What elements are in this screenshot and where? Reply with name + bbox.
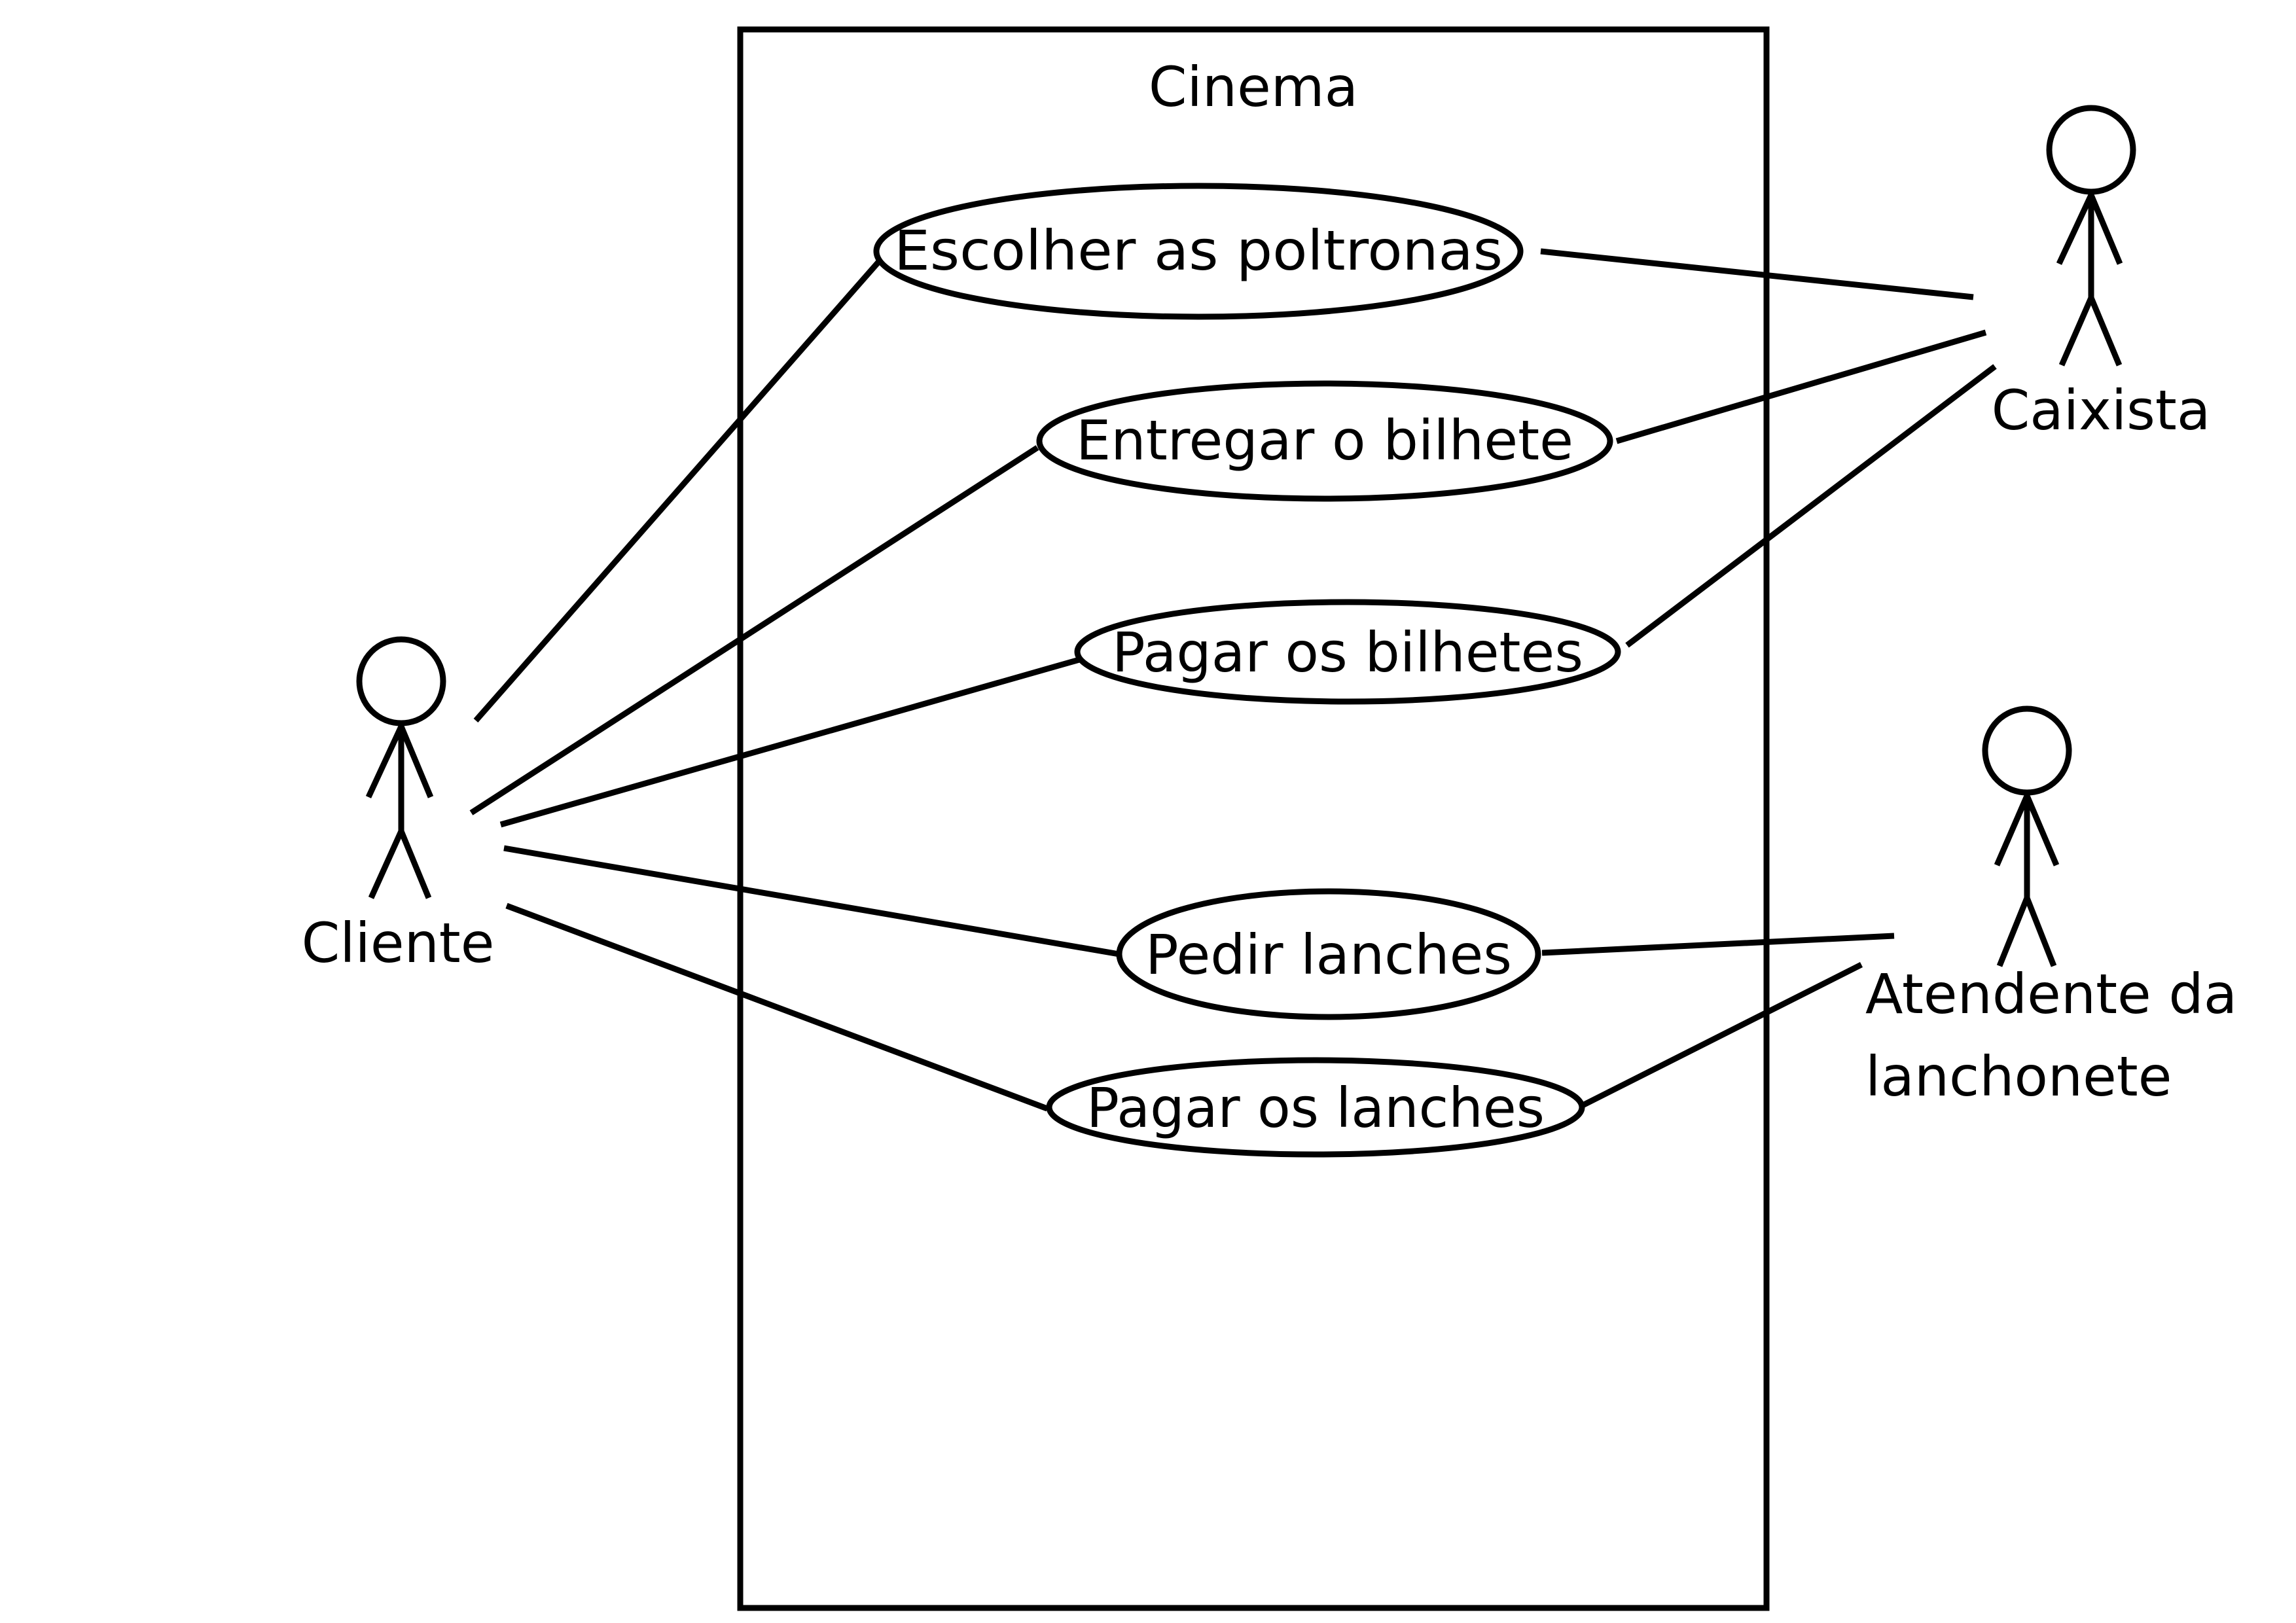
use-case-label: Entregar o bilhete <box>1076 408 1573 473</box>
associations-caixista <box>1540 248 1997 648</box>
system-boundary: Cinema <box>737 26 1770 1611</box>
association-cliente-pagar-lanches <box>505 902 1049 1112</box>
associations-cliente <box>469 257 1120 1112</box>
use-case-pagar-os-lanches: Pagar os lanches <box>1046 1057 1585 1158</box>
stick-figure-icon <box>356 636 446 899</box>
association-caixista-entregar <box>1615 329 1987 444</box>
system-boundary-box <box>737 26 1770 1611</box>
use-case-escolher-as-poltronas: Escolher as poltronas <box>873 183 1524 320</box>
associations-atendente <box>1541 933 1895 1109</box>
use-case-pagar-os-bilhetes: Pagar os bilhetes <box>1074 599 1621 705</box>
actor-label-line-1: Atendente da <box>1865 962 2237 1026</box>
association-atendente-pagar-lanches <box>1579 961 1863 1109</box>
use-case-ellipse <box>1046 1057 1585 1158</box>
association-caixista-escolher <box>1540 248 1974 300</box>
association-atendente-pedir-lanches <box>1541 933 1895 956</box>
association-cliente-escolher <box>473 257 884 722</box>
system-title: Cinema <box>1149 55 1358 119</box>
association-cliente-pedir-lanches <box>503 845 1120 957</box>
use-case-pedir-lanches: Pedir lanches <box>1116 888 1541 1020</box>
association-cliente-entregar <box>469 445 1039 815</box>
actor-label: Cliente <box>302 911 495 975</box>
association-caixista-pagar-bilhetes <box>1625 364 1997 648</box>
stick-figure-icon <box>1982 705 2072 967</box>
use-case-entregar-o-bilhete: Entregar o bilhete <box>1036 380 1613 502</box>
use-case-label: Escolher as poltronas <box>894 219 1503 283</box>
use-case-ellipse <box>1036 380 1613 502</box>
use-case-ellipse <box>1074 599 1621 705</box>
stick-figure-icon <box>2046 105 2136 366</box>
use-case-label: Pagar os bilhetes <box>1112 620 1583 685</box>
use-case-ellipse <box>873 183 1524 320</box>
actor-atendente-da-lanchonete: Atendente da lanchonete <box>1865 705 2237 1109</box>
association-cliente-pagar-bilhetes <box>499 655 1085 828</box>
actor-label: Caixista <box>1992 378 2211 442</box>
use-case-label: Pedir lanches <box>1145 923 1512 987</box>
use-case-label: Pagar os lanches <box>1086 1076 1545 1140</box>
actor-caixista: Caixista <box>1992 105 2211 442</box>
actor-cliente: Cliente <box>302 636 495 975</box>
use-case-ellipse <box>1116 888 1541 1020</box>
actor-label-line-2: lanchonete <box>1865 1044 2172 1109</box>
